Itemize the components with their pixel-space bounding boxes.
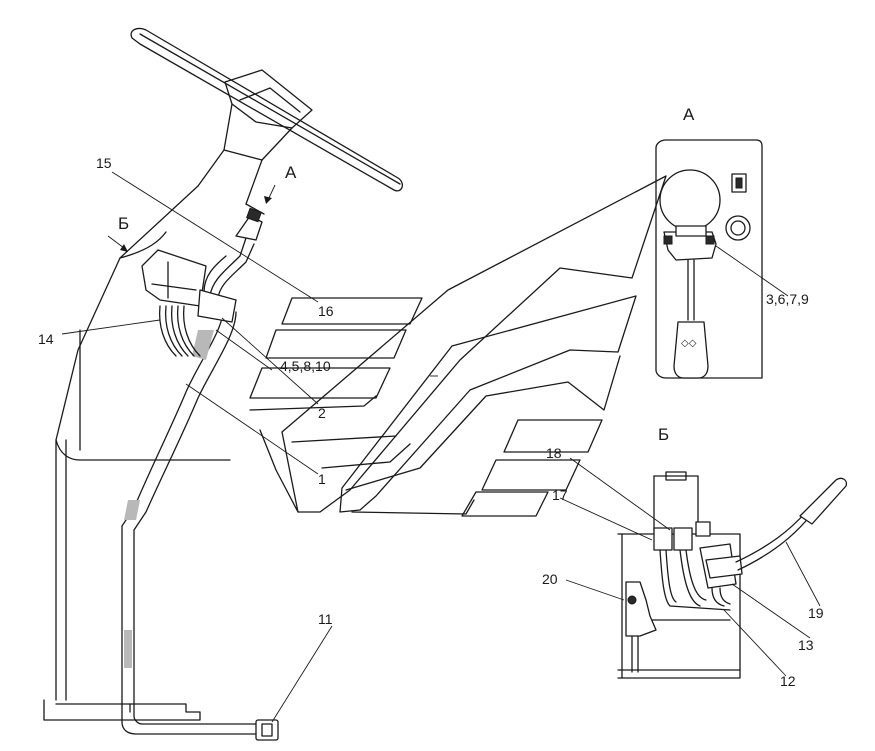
- labels: А Б А Б 15 14 16 4,5,8,10 2 1 11 3,6,7,9…: [38, 105, 824, 689]
- leader-lines: [61, 171, 821, 723]
- detail-view-a: ◇◇: [655, 139, 763, 379]
- callout-15: 15: [96, 155, 112, 171]
- callout-20: 20: [542, 571, 558, 587]
- view-label-b-detail: Б: [658, 425, 669, 444]
- view-arrows: [107, 184, 276, 252]
- stripe-banner: [249, 175, 667, 517]
- callout-19: 19: [808, 605, 824, 621]
- callout-12: 12: [780, 673, 796, 689]
- switch-arrow-symbol: ◇◇: [681, 338, 697, 349]
- callout-1: 1: [318, 471, 326, 487]
- callout-4-5-8-10: 4,5,8,10: [280, 358, 331, 374]
- cable-harness: [121, 207, 279, 741]
- callout-13: 13: [798, 637, 814, 653]
- view-label-a-main: А: [285, 163, 297, 182]
- steering-column: [43, 27, 404, 721]
- callout-11: 11: [318, 611, 333, 627]
- detail-view-b: [617, 471, 848, 679]
- callout-17: 17: [552, 487, 568, 503]
- callout-16: 16: [318, 303, 334, 319]
- callout-3-6-7-9: 3,6,7,9: [766, 291, 809, 307]
- callout-2: 2: [318, 405, 326, 421]
- callout-18: 18: [546, 445, 562, 461]
- view-label-b-main: Б: [118, 214, 129, 233]
- callout-14: 14: [38, 331, 54, 347]
- view-label-a-detail: А: [683, 105, 695, 124]
